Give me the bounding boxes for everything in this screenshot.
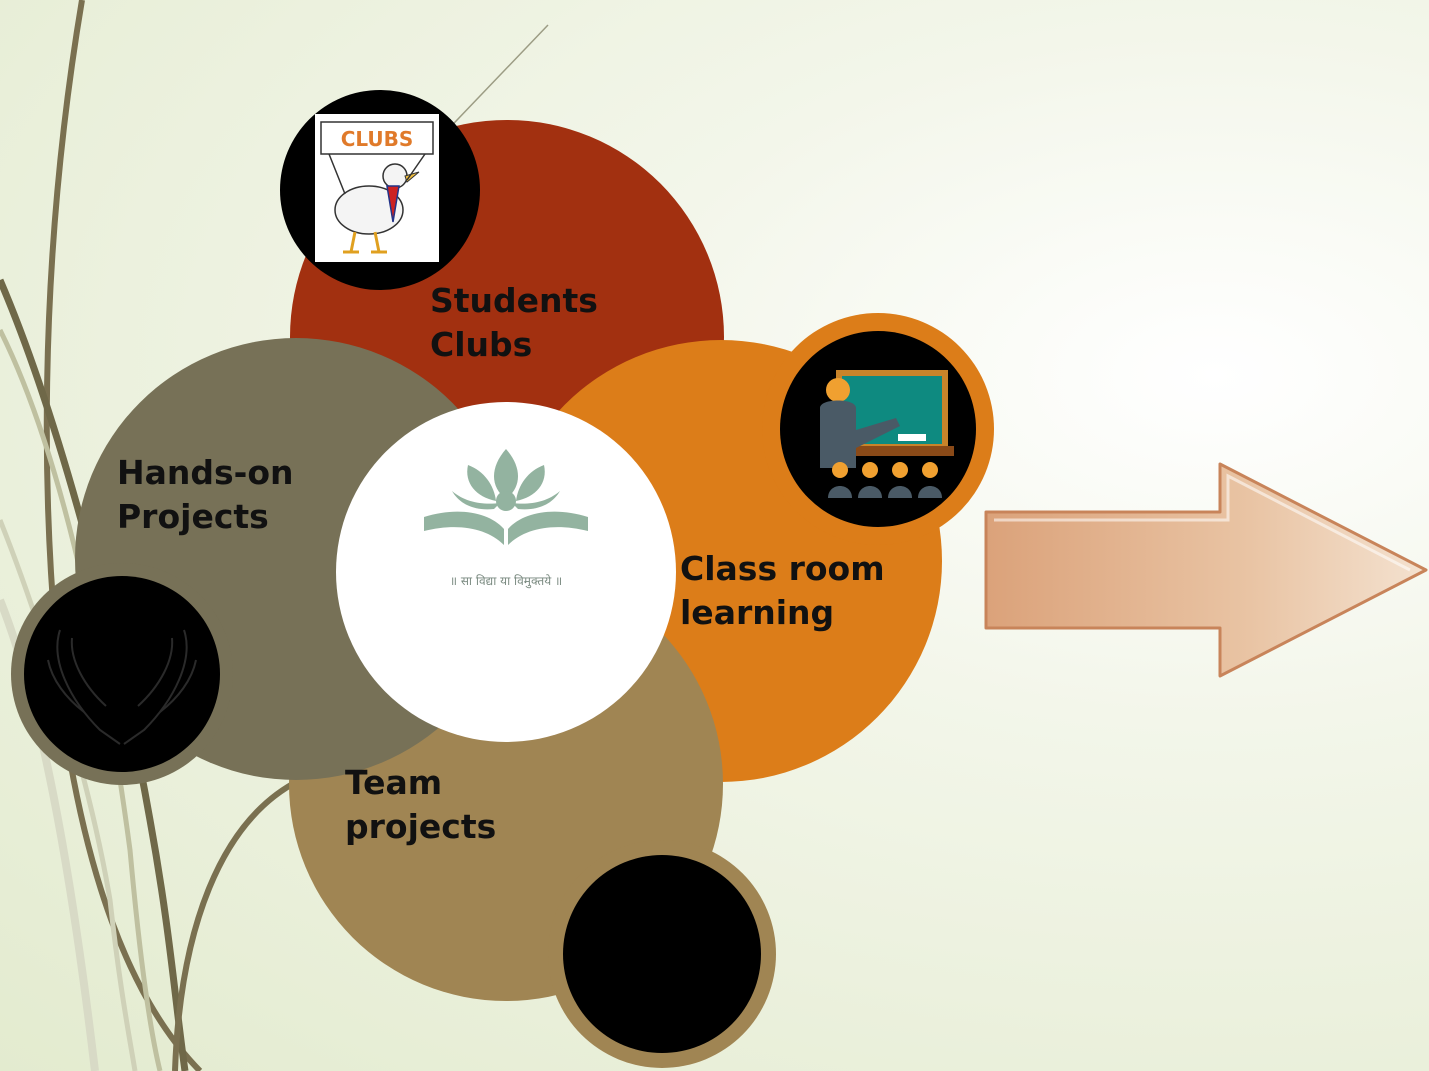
team-icon (563, 855, 761, 1053)
teacher-classroom-icon (820, 370, 954, 498)
right-arrow (984, 462, 1428, 678)
hands-icon (47, 629, 197, 745)
hands-icon-disc (24, 576, 220, 772)
students-clubs-line2: Clubs (430, 325, 533, 364)
clubs-banner-text: CLUBS (341, 127, 414, 151)
clubs-icon: CLUBS (315, 114, 439, 262)
class-room-line2: learning (680, 593, 835, 632)
lotus-book-logo (424, 449, 588, 545)
students-clubs-label: Students Clubs (430, 279, 598, 367)
team-projects-line1: Team (345, 763, 443, 802)
team-projects-label: Team projects (345, 761, 496, 849)
center-motto: ॥ सा विद्या या विमुक्तये ॥ (449, 574, 563, 588)
team-projects-line2: projects (345, 807, 497, 846)
hands-on-label: Hands-on Projects (117, 451, 294, 539)
hands-on-line2: Projects (117, 497, 269, 536)
students-clubs-line1: Students (430, 281, 598, 320)
hands-on-line1: Hands-on (117, 453, 294, 492)
class-room-line1: Class room (680, 549, 885, 588)
class-room-label: Class room learning (680, 547, 885, 635)
